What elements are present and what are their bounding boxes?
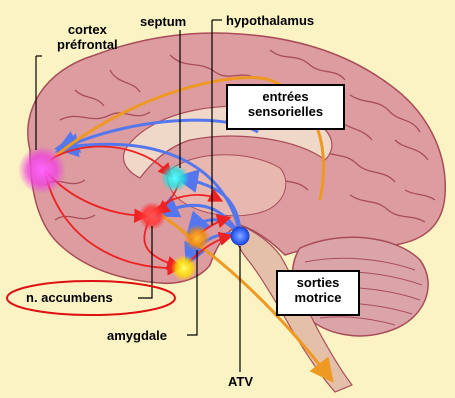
accumbens-node bbox=[138, 202, 166, 230]
box-sorties-line1: sorties bbox=[284, 275, 352, 290]
atv-node bbox=[231, 227, 249, 245]
septum-node bbox=[161, 164, 189, 192]
label-hypothalamus: hypothalamus bbox=[226, 13, 314, 28]
label-cortex-line1: cortex bbox=[57, 22, 118, 37]
box-sorties-motrice: sorties motrice bbox=[276, 270, 360, 316]
label-cortex-prefrontal: cortex préfrontal bbox=[57, 22, 118, 52]
prefrontal-node bbox=[18, 146, 66, 194]
label-n-accumbens: n. accumbens bbox=[26, 290, 113, 305]
label-atv: ATV bbox=[228, 374, 253, 389]
amygdala-node bbox=[171, 255, 197, 281]
box-entrees-line2: sensorielles bbox=[234, 104, 337, 119]
box-entrees-sensorielles: entrées sensorielles bbox=[226, 84, 345, 130]
hypothalamus-node bbox=[184, 225, 210, 251]
box-sorties-line2: motrice bbox=[284, 290, 352, 305]
box-entrees-line1: entrées bbox=[234, 89, 337, 104]
label-amygdale: amygdale bbox=[107, 328, 167, 343]
label-septum: septum bbox=[140, 14, 186, 29]
label-cortex-line2: préfrontal bbox=[57, 37, 118, 52]
